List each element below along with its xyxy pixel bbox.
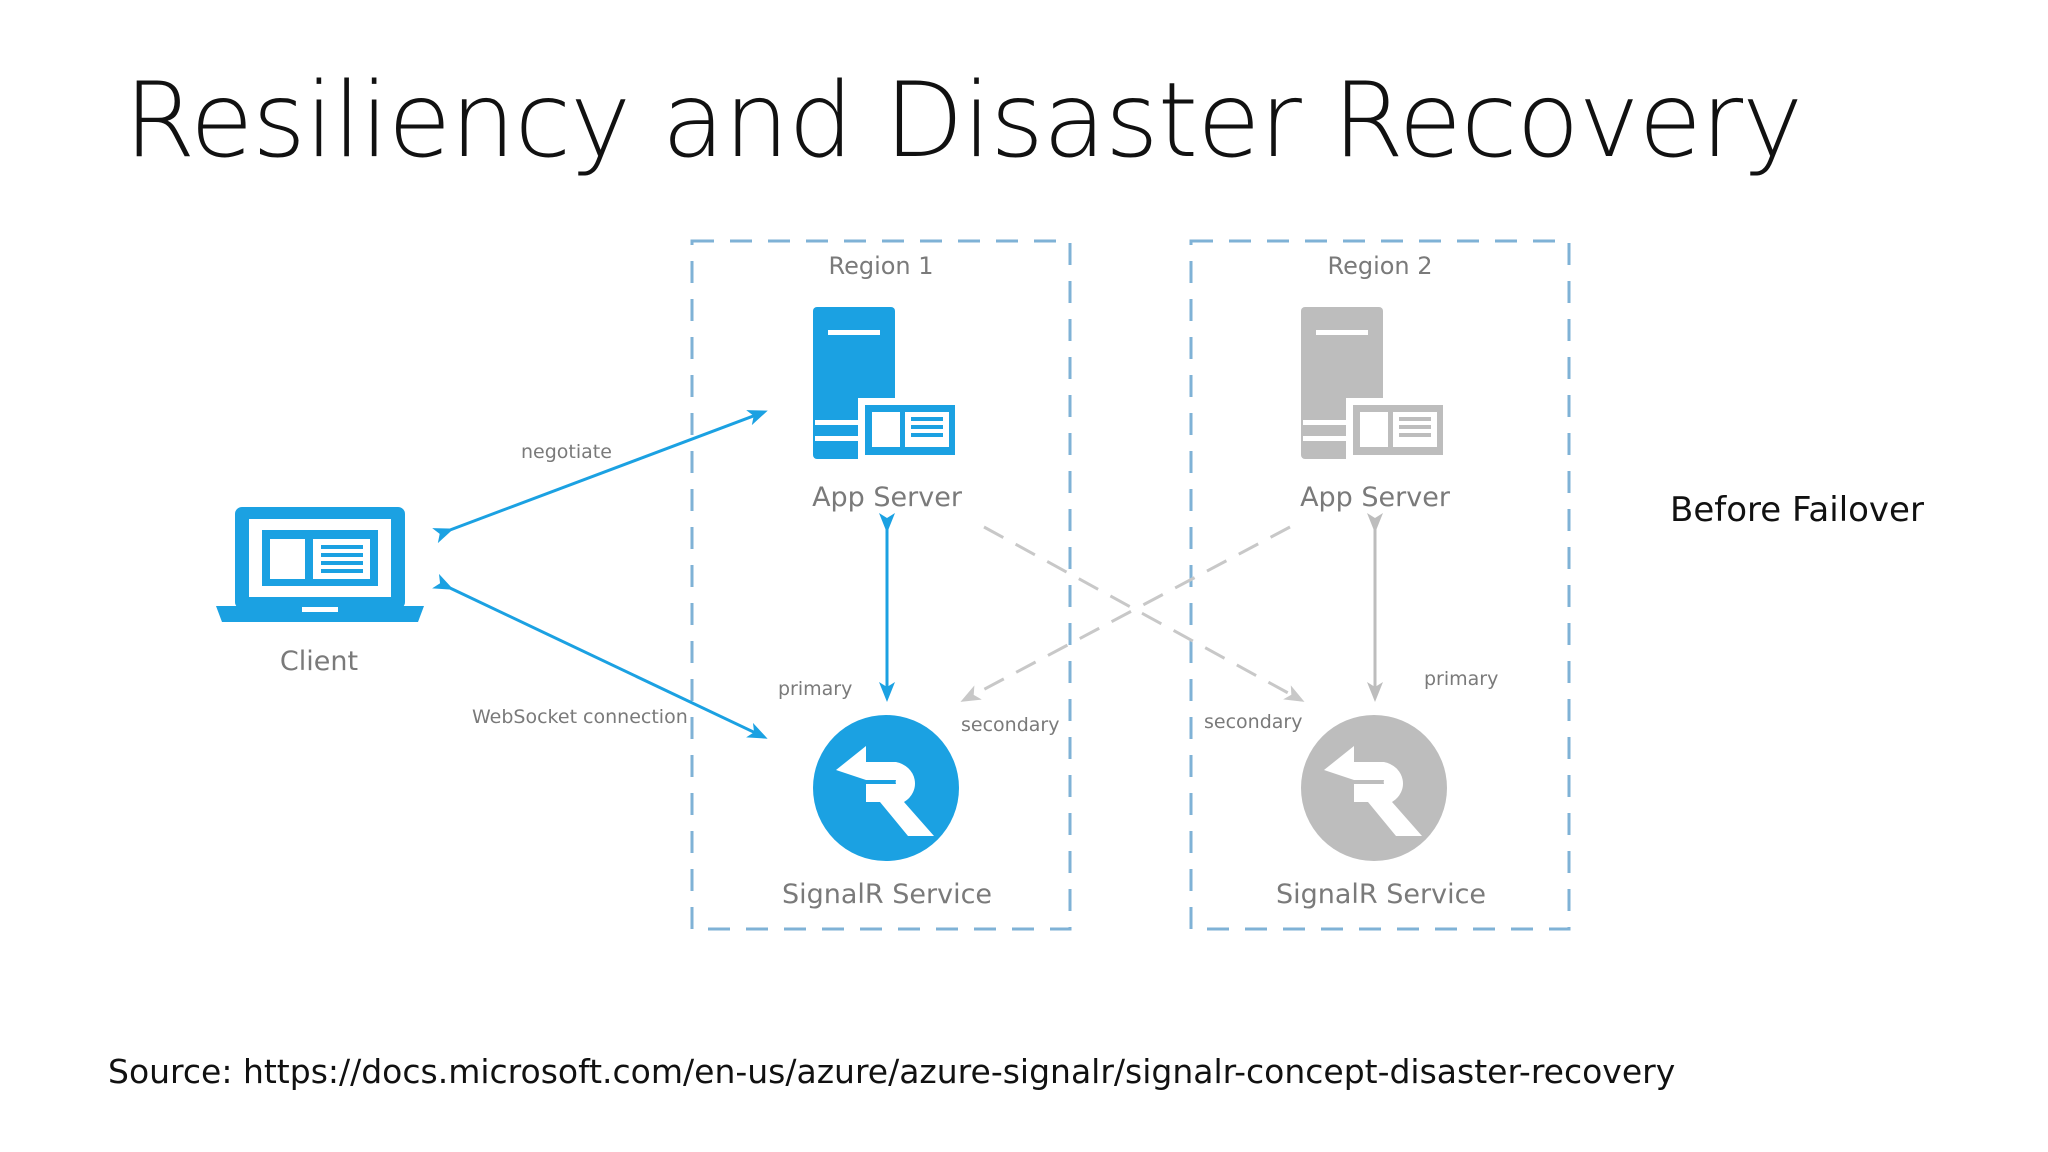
laptop-icon xyxy=(216,507,424,622)
region-1-title: Region 1 xyxy=(828,252,933,280)
region-2-primary-label: primary xyxy=(1424,668,1498,690)
signalr-icon xyxy=(1301,715,1447,861)
region-1-primary-label: primary xyxy=(778,678,852,700)
region-1-app-to-region-2-signalr-edge xyxy=(983,525,1305,702)
region-2-app-server-label: App Server xyxy=(1300,482,1451,513)
region-1-secondary-label: secondary xyxy=(961,714,1059,736)
negotiate-edge xyxy=(432,410,768,544)
negotiate-label: negotiate xyxy=(521,441,612,463)
client-label: Client xyxy=(280,646,358,677)
server-icon xyxy=(1301,307,1450,461)
region-2-secondary-label: secondary xyxy=(1204,711,1302,733)
region-2-app-to-region-1-signalr-edge xyxy=(960,525,1291,702)
region-2-title: Region 2 xyxy=(1327,252,1432,280)
region-2-signalr-label: SignalR Service xyxy=(1276,879,1486,910)
websocket-edge xyxy=(432,573,768,739)
before-failover-caption: Before Failover xyxy=(1670,490,1924,530)
source-citation: Source: https://docs.microsoft.com/en-us… xyxy=(108,1052,1676,1091)
server-icon xyxy=(813,307,962,461)
websocket-label: WebSocket connection xyxy=(472,706,688,728)
region-1-app-server-label: App Server xyxy=(812,482,963,513)
signalr-icon xyxy=(813,715,959,861)
slide-title: Resiliency and Disaster Recovery xyxy=(124,61,1803,181)
region-2-boundary xyxy=(1189,239,1571,931)
region-1-signalr-label: SignalR Service xyxy=(782,879,992,910)
